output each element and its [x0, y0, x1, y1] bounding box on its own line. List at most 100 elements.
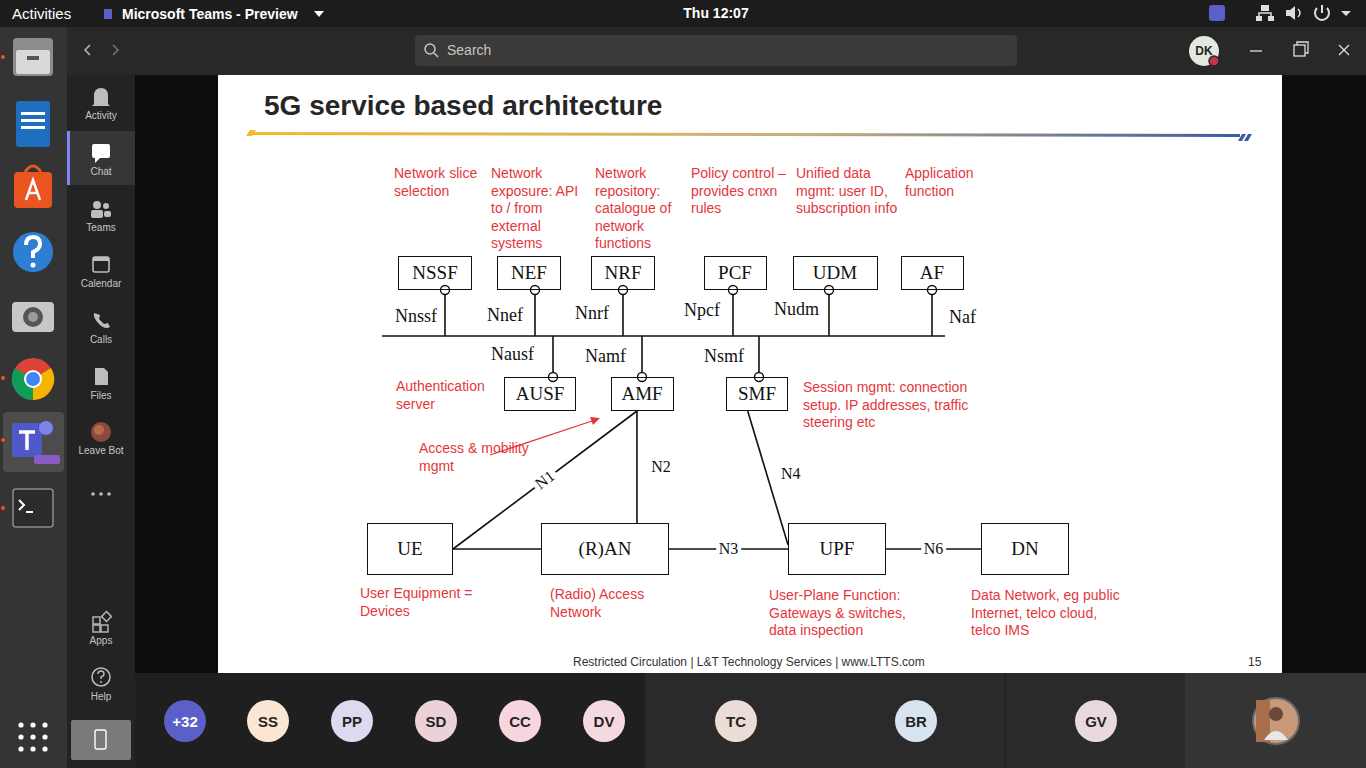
text-label: Files — [90, 390, 111, 401]
apps-icon — [93, 625, 100, 632]
bot-icon — [94, 425, 104, 435]
photo-avatar — [1253, 698, 1299, 744]
teams-rail-icon — [91, 210, 103, 218]
text-label: Calendar — [81, 278, 122, 289]
bot-icon — [91, 422, 111, 442]
network-function-box: SMFSession mgmt: connection setup. IP ad… — [726, 377, 788, 411]
terminal-icon — [26, 511, 33, 513]
text-label: Nudm — [774, 299, 819, 320]
box-label: AMF — [621, 383, 662, 405]
volume-icon — [1286, 6, 1295, 20]
minimize-button — [1250, 50, 1262, 51]
device-button — [95, 730, 106, 749]
network-function-box: DNData Network, eg public Internet, telc… — [981, 523, 1069, 575]
apps-icon — [102, 612, 112, 622]
show-apps-icon — [18, 722, 47, 751]
writer-icon — [21, 119, 45, 122]
text-label: CC — [509, 713, 531, 730]
network-function-box: AFApplication function — [901, 256, 964, 290]
app-rail — [67, 75, 135, 768]
terminal-icon — [13, 489, 53, 527]
files-icon — [13, 38, 53, 76]
network-function-box: NSSFNetwork slice selection — [398, 256, 472, 290]
app-icon — [104, 9, 112, 19]
restore-button — [1297, 42, 1308, 53]
help-icon — [26, 237, 40, 258]
teams-rail-icon — [104, 211, 111, 217]
chat-icon — [95, 158, 100, 163]
more-icon — [91, 492, 95, 496]
text-label: Nsmf — [704, 346, 744, 367]
text-label: Calls — [90, 334, 112, 345]
dropdown-arrow — [314, 11, 324, 17]
forward-arrow — [113, 45, 118, 55]
text-label: Npcf — [684, 300, 720, 321]
box-label: AUSF — [516, 383, 565, 405]
text-label: Help — [91, 691, 112, 702]
text-label: Restricted Circulation | L&T Technology … — [573, 655, 925, 669]
participant-avatar — [415, 700, 457, 742]
text-label: Search — [447, 42, 491, 58]
chat-icon — [92, 144, 110, 158]
function-description: Network exposure: API to / from external… — [491, 165, 589, 253]
teams-icon — [39, 421, 53, 435]
function-description: (Radio) Access Network — [550, 586, 675, 621]
box-label: NSSF — [412, 262, 457, 284]
text-label: +32 — [172, 713, 197, 730]
power-icon — [1321, 5, 1323, 13]
teams-icon — [19, 432, 35, 450]
dock-selected — [3, 412, 64, 472]
text-label: Nnef — [487, 305, 523, 326]
box-label: NEF — [511, 262, 547, 284]
box-label: DN — [1011, 538, 1038, 560]
participant-avatar — [1075, 700, 1117, 742]
top-bar — [0, 0, 1366, 27]
leader-arrow — [590, 417, 600, 425]
more-icon — [99, 492, 103, 496]
interface-line — [453, 411, 637, 549]
running-dot — [1, 55, 5, 59]
participant-avatar — [164, 700, 206, 742]
text-label: Naf — [949, 307, 976, 328]
software-icon — [25, 166, 41, 172]
participant-bar — [1185, 673, 1366, 768]
device-button — [71, 720, 131, 760]
participant-avatar — [895, 700, 937, 742]
rail-marker — [67, 131, 70, 185]
network-icon — [1268, 16, 1274, 21]
help-rail-icon — [92, 668, 110, 686]
photo-avatar — [1269, 707, 1283, 721]
text-label: TC — [726, 713, 746, 730]
text-label: DV — [594, 713, 615, 730]
participant-avatar — [499, 700, 541, 742]
network-function-box: NRFNetwork repository: catalogue of netw… — [591, 256, 655, 290]
terminal-icon — [19, 500, 24, 510]
title-underline — [1244, 134, 1252, 141]
interface-label: N3 — [716, 540, 742, 558]
teams-rail-icon — [93, 201, 101, 209]
menu-arrow — [1341, 11, 1351, 16]
text-label: Namf — [585, 346, 626, 367]
text-label: Teams — [86, 222, 115, 233]
box-label: PCF — [718, 262, 752, 284]
network-icon — [1259, 13, 1271, 16]
network-function-box: UDMUnified data mgmt: user ID, subscript… — [793, 256, 878, 290]
function-description: User Equipment = Devices — [360, 585, 490, 620]
text-label: Thu 12:07 — [683, 5, 748, 21]
software-icon — [14, 172, 52, 208]
network-function-box: AUSFAuthentication server — [504, 377, 576, 411]
files-rail-icon — [95, 368, 108, 385]
interface-label: N6 — [921, 540, 947, 558]
text-label: Microsoft Teams - Preview — [122, 6, 298, 22]
function-description: Unified data mgmt: user ID, subscription… — [796, 165, 900, 218]
help-icon — [31, 263, 36, 268]
search-icon — [434, 53, 438, 57]
function-description: User-Plane Function: Gateways & switches… — [769, 587, 924, 640]
interface-label: N2 — [651, 458, 671, 476]
teams-rail-icon — [103, 203, 109, 209]
function-description: Policy control – provides cnxn rules — [691, 165, 791, 218]
title-bar — [67, 27, 1366, 75]
restore-button — [1294, 45, 1305, 56]
